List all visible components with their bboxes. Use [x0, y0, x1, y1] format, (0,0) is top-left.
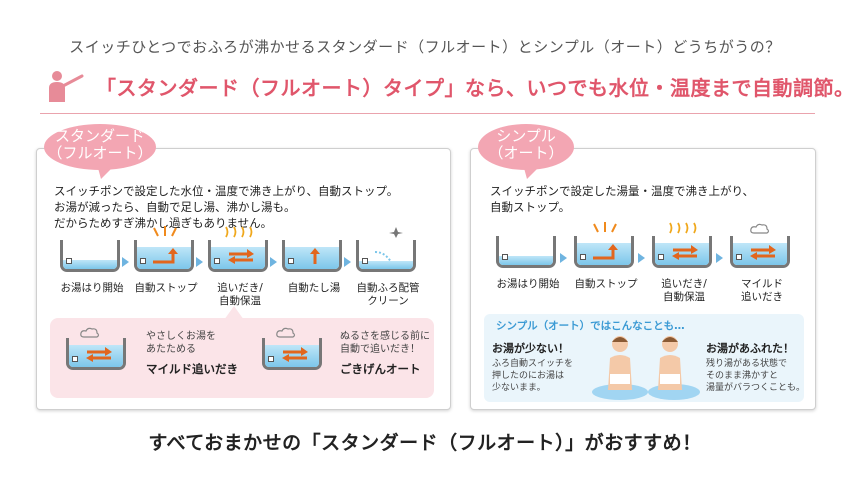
step-label: 追いだき/自動保温 [661, 278, 707, 303]
circulation-arrows-icon [86, 347, 112, 362]
alert-burst-icon [593, 222, 617, 233]
cloud-icon [80, 327, 100, 338]
feature-mild-desc: やさしくお湯を あたためる [146, 331, 216, 355]
standard-desc-line: だからためすぎ沸かし過ぎもありません。 [54, 216, 273, 230]
intro-question: スイッチひとつでおふろが沸かせるスタンダード（フルオート）とシンプル（オート）ど… [69, 38, 781, 56]
step-label: お湯はり開始 [60, 282, 124, 294]
bathtub-icon [262, 338, 322, 370]
step-arrow-icon [344, 257, 351, 267]
step-label: マイルド追いだき [741, 278, 783, 303]
bathtub-icon [134, 240, 194, 272]
circulation-arrows-icon [228, 249, 254, 264]
feature-mild-title: マイルド追いだき [146, 362, 238, 376]
standard-description: スイッチポンで設定した水位・温度で沸き上がり、自動ストップ。 お湯が減ったら、自… [54, 183, 434, 231]
standard-bubble: スタンダード （フルオート） [44, 124, 156, 170]
bathtub-icon [208, 240, 268, 272]
simple-bubble: シンプル （オート） [478, 124, 574, 170]
step-arrow-icon [196, 257, 203, 267]
standard-desc-line: お湯が減ったら、自動で足し湯、沸かし湯も。 [54, 200, 296, 214]
bathtub-icon [574, 236, 634, 268]
overflow-label: お湯があふれた！ [706, 342, 794, 355]
low-water-label: お湯が少ない！ [492, 342, 569, 355]
simple-bubble-line1: シンプル [496, 127, 556, 145]
cloud-icon [750, 223, 770, 234]
step-arrow-icon [122, 257, 129, 267]
simple-desc-line: スイッチポンで設定した湯量・温度で沸き上がり、 [490, 184, 755, 198]
feature-auto-title: ごきげんオート [340, 362, 421, 376]
simple-bubble-line2: （オート） [488, 144, 564, 162]
simple-desc-line: 自動ストップ。 [490, 200, 571, 214]
step-label: 自動たし湯 [287, 282, 341, 294]
standard-bubble-line1: スタンダード [54, 127, 145, 145]
step-arrow-icon [638, 253, 645, 263]
step-label: 自動ストップ [134, 282, 198, 294]
presenter-icon [49, 71, 84, 102]
circulation-arrows-icon [750, 245, 776, 260]
step-arrow-icon [270, 257, 277, 267]
simple-caveat-title: シンプル（オート）ではこんなことも… [496, 320, 685, 332]
up-arrow-icon [593, 244, 618, 260]
bathtub-icon [652, 236, 712, 268]
bathtub-icon [282, 240, 342, 272]
steam-icon [225, 226, 253, 238]
overflow-text: 残り湯がある状態で そのまま沸かすと 湯量がバラつくことも。 [706, 359, 806, 393]
bathers-illustration [592, 336, 700, 400]
cloud-icon [276, 327, 296, 338]
step-label: 自動ふろ配管クリーン [356, 282, 420, 307]
simple-description: スイッチポンで設定した湯量・温度で沸き上がり、 自動ストップ。 [490, 183, 800, 215]
callout-pointer [224, 306, 244, 320]
alert-burst-icon [153, 226, 177, 237]
up-arrow-icon [310, 248, 320, 264]
low-water-text: ふろ自動スイッチを 押したのにお湯は 少ないまま。 [492, 359, 574, 393]
headline-row: 「スタンダード（フルオート）タイプ」なら、いつでも水位・温度まで自動調節。 [40, 64, 850, 108]
bathtub-icon [496, 236, 556, 268]
simple-caveat-box [484, 314, 804, 402]
circulation-arrows-icon [672, 245, 698, 260]
step-arrow-icon [716, 253, 723, 263]
header-divider [40, 113, 815, 114]
bathtub-icon [66, 338, 126, 370]
spray-icon [374, 251, 392, 263]
bathtub-icon [60, 240, 120, 272]
feature-auto-desc: ぬるさを感じる前に 自動で追いだき！ [340, 331, 430, 355]
recommendation-footer: すべておまかせの「スタンダード（フルオート）」がおすすめ！ [148, 432, 702, 454]
standard-desc-line: スイッチポンで設定した水位・温度で沸き上がり、自動ストップ。 [54, 184, 399, 198]
sparkle-icon [389, 227, 403, 238]
step-arrow-icon [560, 253, 567, 263]
step-label: お湯はり開始 [496, 278, 560, 290]
circulation-arrows-icon [282, 347, 308, 362]
up-arrow-icon [153, 248, 178, 264]
headline: 「スタンダード（フルオート）タイプ」なら、いつでも水位・温度まで自動調節。 [96, 76, 850, 100]
steam-icon [669, 222, 697, 234]
bathtub-icon [356, 240, 416, 272]
bathtub-icon [730, 236, 790, 268]
step-label: 自動ストップ [574, 278, 638, 290]
step-label: 追いだき/自動保温 [217, 282, 263, 307]
standard-bubble-line2: （フルオート） [47, 144, 153, 162]
